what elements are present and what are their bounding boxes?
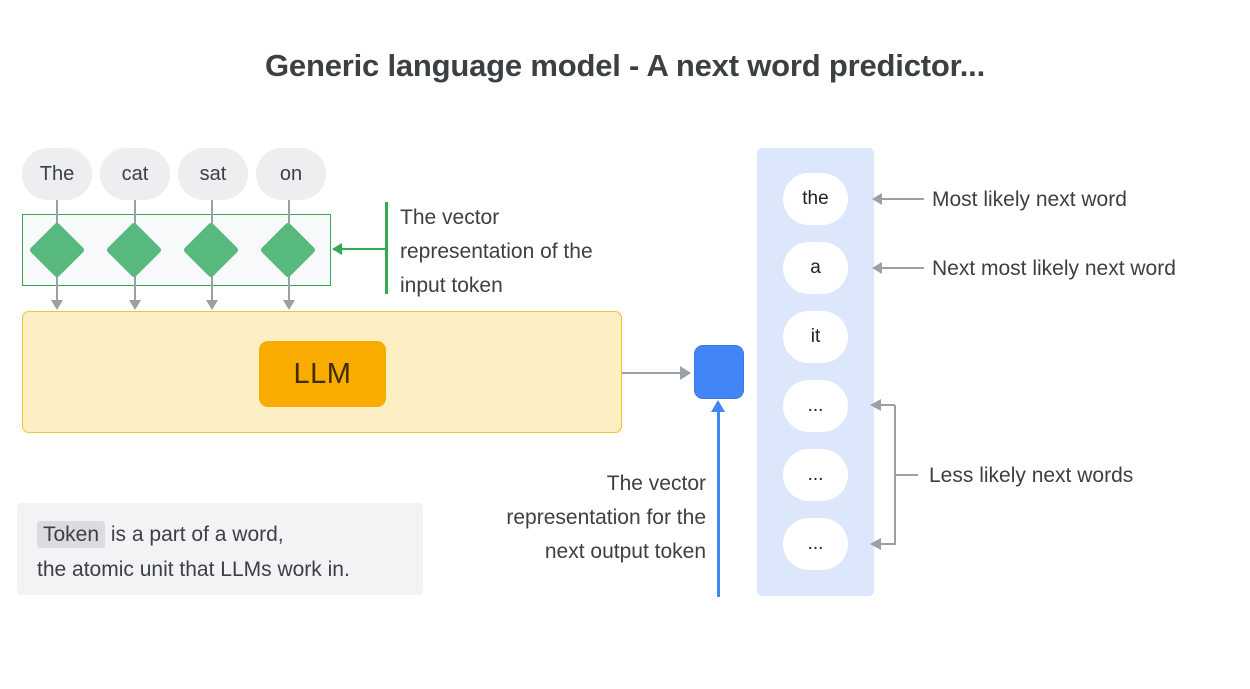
input-token-chip[interactable]: cat (100, 148, 170, 200)
vector-annotation-bar (385, 202, 388, 294)
page-title: Generic language model - A next word pre… (265, 48, 985, 83)
token-keyword: Token (37, 521, 106, 548)
output-candidate-chip[interactable]: it (783, 311, 848, 363)
arrow-left-icon (872, 262, 882, 274)
vector-annotation-line (340, 248, 386, 250)
connector-line-vector-to-llm (134, 286, 136, 302)
bracket-arm-bottom (880, 543, 895, 545)
output-candidate-chip[interactable]: ... (783, 518, 848, 570)
label-next-most-likely: Next most likely next word (932, 257, 1176, 280)
bracket-arm-top (880, 404, 895, 406)
arrow-down-icon (129, 300, 141, 310)
label-leader-line (882, 198, 924, 200)
output-candidate-chip[interactable]: a (783, 242, 848, 294)
bracket-tick (896, 474, 918, 476)
output-candidate-chip[interactable]: ... (783, 449, 848, 501)
connector-line-vector-to-llm (56, 286, 58, 302)
connector-line-chip-to-vector (56, 200, 58, 214)
bracket-vertical (894, 405, 896, 545)
output-candidate-chip[interactable]: the (783, 173, 848, 225)
token-callout-line-2: the atomic unit that LLMs work in. (37, 558, 350, 581)
llm-block[interactable]: LLM (259, 341, 386, 407)
arrow-down-icon (283, 300, 295, 310)
connector-line-chip-to-vector (211, 200, 213, 214)
token-callout-box (17, 503, 423, 595)
output-candidate-chip[interactable]: ... (783, 380, 848, 432)
arrow-left-icon (872, 193, 882, 205)
arrow-left-icon (332, 243, 342, 255)
connector-line-vector-to-llm (211, 286, 213, 302)
connector-line-chip-to-vector (288, 200, 290, 214)
arrow-up-icon (711, 400, 725, 412)
arrow-down-icon (206, 300, 218, 310)
input-token-chip[interactable]: sat (178, 148, 248, 200)
llm-to-output-line (622, 372, 682, 374)
token-callout-line-1: Token is a part of a word, (37, 517, 417, 552)
output-annotation-line (717, 412, 720, 597)
arrow-left-icon (870, 399, 881, 411)
output-vector-square (694, 345, 744, 399)
output-vector-annotation: The vector representation for the next o… (506, 472, 706, 563)
arrow-left-icon (870, 538, 881, 550)
input-token-row: The cat sat on (22, 148, 326, 200)
arrow-down-icon (51, 300, 63, 310)
token-callout-text: Token is a part of a word, the atomic un… (37, 517, 417, 587)
arrow-right-icon (680, 366, 691, 380)
input-token-chip[interactable]: on (256, 148, 326, 200)
input-token-chip[interactable]: The (22, 148, 92, 200)
label-less-likely: Less likely next words (929, 464, 1134, 487)
token-callout-line-1-rest: is a part of a word, (105, 523, 284, 546)
connector-line-chip-to-vector (134, 200, 136, 214)
connector-line-vector-to-llm (288, 286, 290, 302)
label-most-likely: Most likely next word (932, 188, 1127, 211)
label-leader-line (882, 267, 924, 269)
input-vector-annotation: The vector representation of the input t… (400, 206, 593, 297)
